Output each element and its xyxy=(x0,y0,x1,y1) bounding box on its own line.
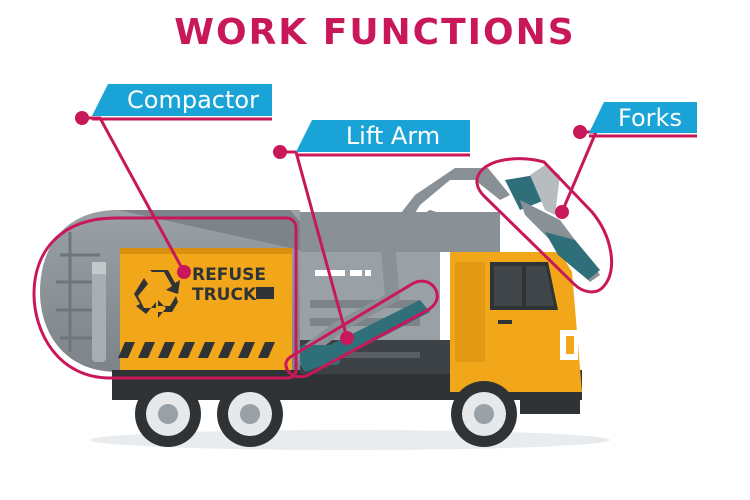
compactor-panel: REFUSE TRUCK xyxy=(118,248,292,370)
recycle-icon xyxy=(134,270,180,318)
hazard-stripes xyxy=(118,342,275,358)
label-forks: Forks xyxy=(618,104,682,132)
rear-wheel-2 xyxy=(217,381,283,447)
truck-cab xyxy=(450,252,582,392)
forks-highlight xyxy=(475,157,614,294)
label-lift-arm: Lift Arm xyxy=(345,122,441,150)
compactor-highlight xyxy=(32,216,298,380)
label-backgrounds xyxy=(92,84,697,157)
truck-text-line1: REFUSE xyxy=(192,265,266,285)
lift-arm-highlight xyxy=(284,279,439,379)
label-compactor: Compactor xyxy=(127,86,259,114)
forks xyxy=(505,165,600,282)
callout-dots xyxy=(75,111,587,345)
truck-text-line2: TRUCK xyxy=(192,285,257,305)
rear-wheel-1 xyxy=(135,381,201,447)
lift-arm xyxy=(295,168,510,372)
page-title: WORK FUNCTIONS xyxy=(174,12,576,53)
front-wheel xyxy=(451,381,517,447)
